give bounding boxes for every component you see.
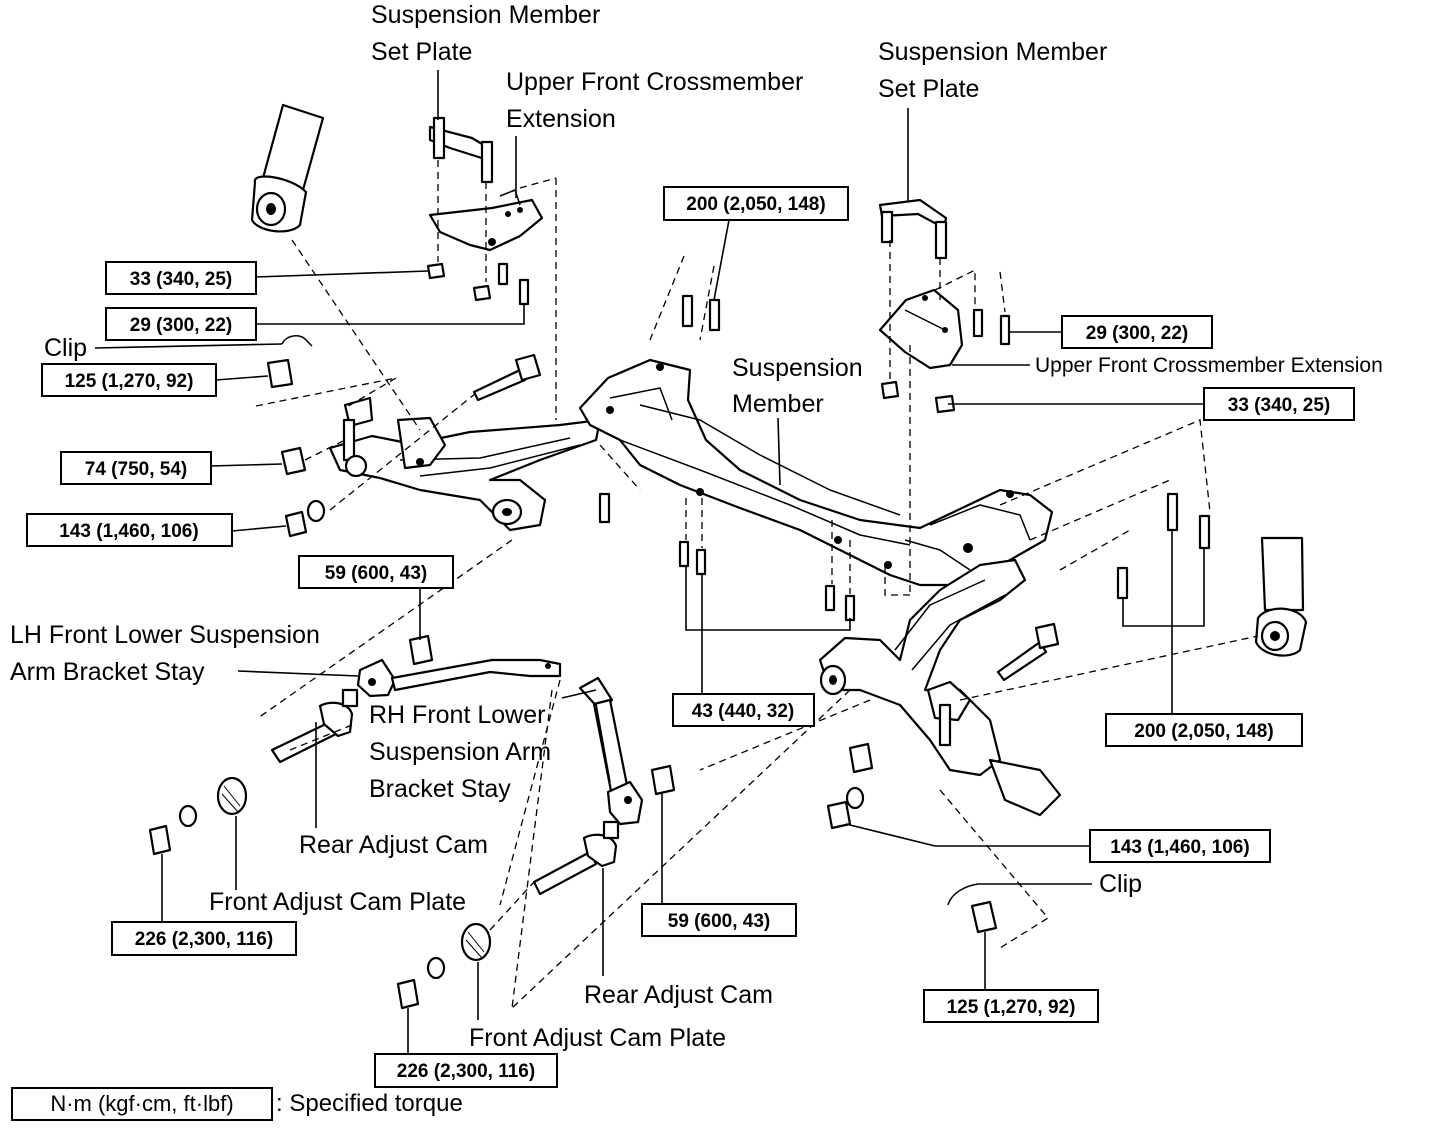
torque-box-33-left: 33 (340, 25) bbox=[105, 261, 257, 295]
label-rh-stay-line2: Suspension Arm bbox=[369, 738, 551, 766]
right-ball-joint bbox=[926, 680, 1062, 817]
right-nut-125 bbox=[970, 900, 998, 934]
torque-value-43: 43 (440, 32) bbox=[692, 701, 794, 722]
left-nut-74 bbox=[280, 446, 307, 476]
left-front-adjust-cam-plate bbox=[216, 776, 248, 816]
left-front-lower-suspension-arm bbox=[328, 418, 602, 532]
torque-box-74: 74 (750, 54) bbox=[60, 451, 212, 485]
right-arm-bolt bbox=[996, 622, 1060, 682]
torque-value-59-right: 59 (600, 43) bbox=[668, 911, 770, 932]
torque-value-33-left: 33 (340, 25) bbox=[130, 269, 232, 290]
label-set-plate-right-line2: Set Plate bbox=[878, 75, 979, 103]
left-nut-125 bbox=[266, 358, 294, 389]
label-extension-right: Upper Front Crossmember Extension bbox=[1035, 354, 1383, 377]
label-clip-right: Clip bbox=[1099, 870, 1142, 898]
left-suspension-member-set-plate bbox=[428, 116, 494, 184]
rh-stay-nut-59 bbox=[650, 764, 676, 796]
suspension-member bbox=[578, 358, 1054, 587]
torque-box-200-right: 200 (2,050, 148) bbox=[1105, 713, 1303, 747]
lh-stay-nut-59 bbox=[408, 634, 434, 666]
left-arm-bolt bbox=[472, 353, 542, 402]
torque-box-226-bottom: 226 (2,300, 116) bbox=[374, 1053, 558, 1088]
torque-value-226-left: 226 (2,300, 116) bbox=[135, 929, 273, 950]
legend-description: : Specified torque bbox=[276, 1090, 463, 1117]
label-suspension-member-line2: Member bbox=[732, 390, 824, 418]
torque-box-125-left: 125 (1,270, 92) bbox=[41, 363, 217, 397]
torque-box-226-left: 226 (2,300, 116) bbox=[111, 921, 297, 956]
torque-box-43: 43 (440, 32) bbox=[672, 693, 815, 727]
torque-box-33-right: 33 (340, 25) bbox=[1203, 387, 1355, 421]
torque-box-143-left: 143 (1,460, 106) bbox=[26, 513, 233, 547]
label-front-adjust-cam-plate-left: Front Adjust Cam Plate bbox=[209, 888, 466, 916]
label-rear-adjust-cam-right: Rear Adjust Cam bbox=[584, 981, 773, 1009]
right-front-lower-suspension-arm bbox=[818, 558, 1027, 777]
left-shock-absorber bbox=[250, 103, 325, 233]
torque-value-29-right: 29 (300, 22) bbox=[1086, 323, 1188, 344]
torque-box-29-right: 29 (300, 22) bbox=[1061, 315, 1213, 349]
torque-box-29-left: 29 (300, 22) bbox=[105, 307, 257, 341]
right-clip bbox=[947, 883, 979, 906]
right-suspension-member-set-plate bbox=[878, 198, 948, 260]
torque-value-125-right: 125 (1,270, 92) bbox=[947, 997, 1076, 1018]
torque-legend: N·m (kgf·cm, ft·lbf) : Specified torque bbox=[11, 1087, 463, 1121]
left-clip bbox=[281, 335, 313, 347]
label-set-plate-left-line1: Suspension Member bbox=[371, 1, 600, 29]
label-lh-stay-line2: Arm Bracket Stay bbox=[10, 658, 205, 686]
member-bolts bbox=[598, 294, 1211, 622]
label-rh-stay-line1: RH Front Lower bbox=[369, 701, 545, 729]
torque-value-200-top: 200 (2,050, 148) bbox=[686, 194, 825, 215]
label-lh-stay-line1: LH Front Lower Suspension bbox=[10, 621, 320, 649]
label-suspension-member-line1: Suspension bbox=[732, 354, 863, 382]
right-extension-fasteners bbox=[880, 308, 1011, 414]
torque-value-74: 74 (750, 54) bbox=[85, 459, 187, 480]
legend-unit: N·m (kgf·cm, ft·lbf) bbox=[50, 1091, 233, 1116]
rh-bracket-stay bbox=[578, 676, 644, 826]
leader-lines bbox=[94, 70, 1205, 1054]
torque-value-125-left: 125 (1,270, 92) bbox=[65, 371, 194, 392]
left-ball-joint bbox=[342, 396, 447, 478]
torque-box-125-right: 125 (1,270, 92) bbox=[923, 989, 1099, 1023]
label-clip-left: Clip bbox=[44, 334, 87, 362]
torque-value-200-right: 200 (2,050, 148) bbox=[1134, 721, 1273, 742]
right-upper-front-crossmember-extension bbox=[878, 288, 964, 370]
label-rh-stay-line3: Bracket Stay bbox=[369, 775, 511, 803]
torque-value-33-right: 33 (340, 25) bbox=[1228, 395, 1330, 416]
left-extension-fasteners bbox=[426, 262, 530, 306]
left-cam-washer-nut bbox=[148, 804, 198, 856]
torque-box-59-right: 59 (600, 43) bbox=[641, 903, 797, 937]
right-shock-absorber bbox=[1254, 536, 1308, 657]
left-nut-143 bbox=[284, 499, 326, 538]
torque-value-29-left: 29 (300, 22) bbox=[130, 315, 232, 336]
lh-bracket-stay bbox=[356, 658, 562, 698]
label-set-plate-right-line1: Suspension Member bbox=[878, 38, 1107, 66]
left-rear-adjust-cam bbox=[270, 688, 359, 764]
torque-value-59-left: 59 (600, 43) bbox=[325, 563, 427, 584]
label-extension-left-line1: Upper Front Crossmember bbox=[506, 68, 803, 96]
torque-box-200-top: 200 (2,050, 148) bbox=[663, 186, 849, 221]
right-cam-washer-nut bbox=[396, 956, 446, 1010]
torque-value-143-left: 143 (1,460, 106) bbox=[59, 521, 198, 542]
right-front-adjust-cam-plate bbox=[460, 922, 492, 962]
label-rear-adjust-cam-left: Rear Adjust Cam bbox=[299, 831, 488, 859]
right-nuts-143 bbox=[826, 742, 874, 830]
label-set-plate-left-line2: Set Plate bbox=[371, 38, 472, 66]
right-rear-adjust-cam bbox=[532, 820, 620, 896]
torque-box-59-left: 59 (600, 43) bbox=[298, 555, 454, 589]
torque-value-226-bottom: 226 (2,300, 116) bbox=[397, 1061, 535, 1082]
torque-value-143-right: 143 (1,460, 106) bbox=[1110, 837, 1249, 858]
label-front-adjust-cam-plate-right: Front Adjust Cam Plate bbox=[469, 1024, 726, 1052]
label-extension-left-line2: Extension bbox=[506, 105, 616, 133]
torque-box-143-right: 143 (1,460, 106) bbox=[1089, 829, 1271, 863]
alignment-dashed-lines bbox=[255, 160, 1259, 1009]
